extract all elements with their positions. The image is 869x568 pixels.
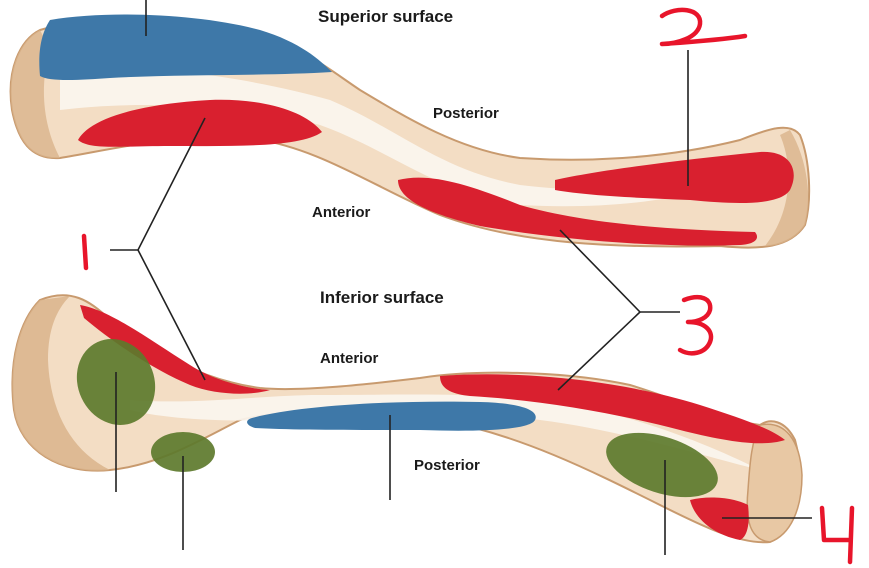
inferior-red-attachment-4 [690,497,749,540]
anterior-bottom-label: Anterior [320,350,379,367]
superior-red-attachment-1 [78,99,322,147]
inferior-green-attachment-c [606,432,718,498]
superior-red-attachment-2 [555,151,794,203]
superior-surface-label: Superior surface [318,7,453,26]
inferior-surface-label: Inferior surface [320,288,444,307]
leader-1-lower [137,249,206,381]
inferior-sternal-shade [12,296,110,471]
inferior-red-attachment-1 [80,305,270,394]
posterior-bottom-label: Posterior [414,457,480,474]
inferior-clavicle [11,294,803,544]
handwritten-number-4 [819,505,855,565]
inferior-green-attachment-b [151,432,215,472]
superior-red-attachment-3 [398,177,758,246]
superior-blue-attachment [39,14,332,81]
handwritten-number-3 [677,295,714,356]
leader-lines [110,0,812,555]
posterior-top-label: Posterior [433,105,499,122]
handwritten-number-1 [81,233,89,271]
sternal-end-shade [10,30,60,159]
inferior-acromial-end [746,423,803,543]
acromial-end-shade [765,130,809,246]
inferior-red-attachment-3 [440,374,785,444]
inferior-blue-attachment [247,401,536,431]
superior-clavicle [9,14,811,249]
handwritten-number-2 [659,7,748,47]
anterior-top-label: Anterior [312,204,371,221]
leader-3-lower [557,311,641,391]
